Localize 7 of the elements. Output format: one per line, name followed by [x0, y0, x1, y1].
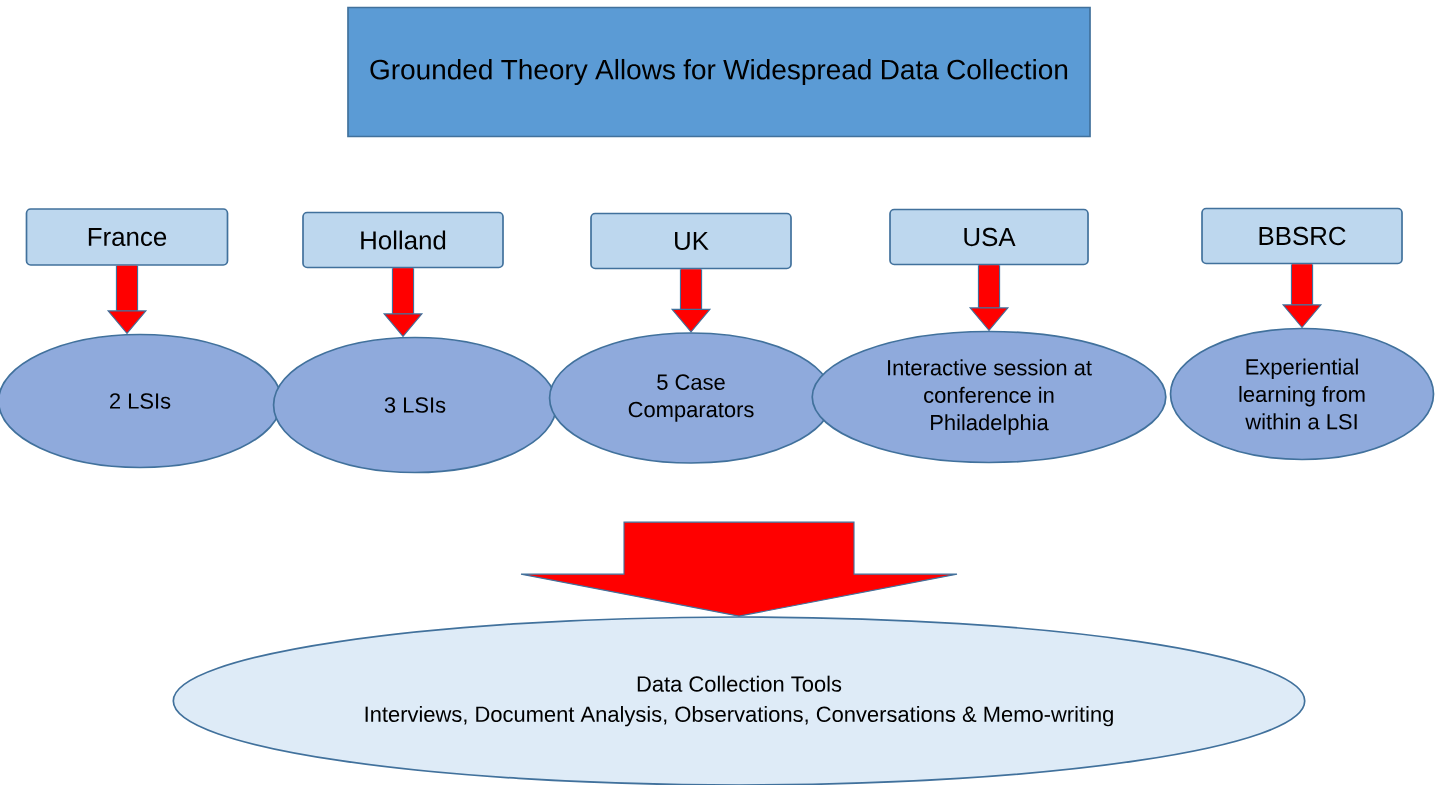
country-box: Holland [302, 211, 504, 269]
country-box: UK [590, 212, 792, 270]
title-box: Grounded Theory Allows for Widespread Data Collection [347, 6, 1091, 138]
country-box: USA [889, 208, 1089, 266]
funder-box: BBSRC [1201, 207, 1403, 265]
country-box: France [25, 208, 229, 266]
block-arrow [520, 521, 958, 617]
